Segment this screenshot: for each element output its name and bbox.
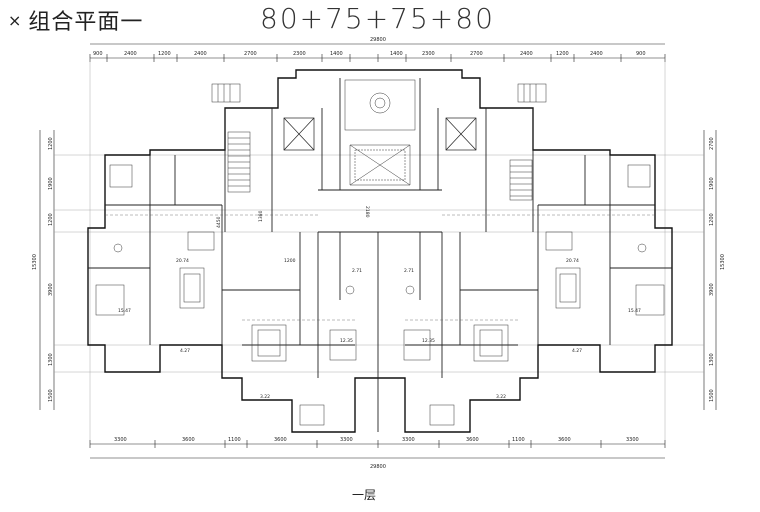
top-dim-label: 2400 (194, 51, 207, 57)
dashed-lines (105, 214, 655, 321)
right-dim-label: 1200 (709, 213, 715, 226)
overall-width-bottom: 29800 (370, 464, 386, 470)
top-dim-label: 2400 (520, 51, 533, 57)
bottom-dim-label: 3600 (182, 437, 195, 443)
unit-mix-heading: 80+75+75+80 (260, 2, 495, 35)
area-small-right: 3.22 (496, 394, 506, 400)
lobby-floor-pattern (344, 79, 416, 186)
bottom-dim-label: 3300 (626, 437, 639, 443)
area-bath-left: 4.27 (180, 348, 190, 354)
bottom-dim-label: 3300 (402, 437, 415, 443)
right-dim-labels: 2700 1900 1200 3900 1300 1500 (709, 137, 715, 402)
furniture (95, 164, 665, 426)
dim-2180-label: 2180 (364, 206, 370, 218)
area-master-center-left: 12.35 (340, 338, 353, 344)
right-dim-label: 1500 (709, 389, 715, 402)
elevator-shafts (283, 117, 477, 151)
drawing-title-text: 组合平面一 (28, 10, 144, 35)
left-dim-label: 3900 (48, 283, 54, 296)
top-dim-label: 900 (93, 51, 103, 57)
left-dim-label: 1200 (48, 137, 54, 150)
overall-width-top: 29800 (370, 37, 386, 43)
overall-depth-right: 15300 (720, 254, 726, 270)
top-dim-labels: 900 2400 1200 2400 2700 2300 1400 1400 2… (93, 51, 646, 57)
interior-walls (88, 78, 672, 432)
left-dim-label: 1500 (48, 389, 54, 402)
axis-grid (54, 58, 704, 440)
bottom-dim-label: 3300 (114, 437, 127, 443)
area-small-left: 3.22 (260, 394, 270, 400)
building-outline (87, 69, 673, 433)
left-dim-label: 1200 (48, 213, 54, 226)
top-dim-label: 1400 (390, 51, 403, 57)
close-icon[interactable]: × (8, 11, 23, 30)
left-dim-label: 1300 (48, 353, 54, 366)
bottom-dim-label: 1100 (512, 437, 525, 443)
bottom-dim-label: 3600 (466, 437, 479, 443)
right-dim-label: 2700 (709, 137, 715, 150)
bottom-dim-label: 3600 (274, 437, 287, 443)
top-dim-label: 1400 (330, 51, 343, 57)
stairs (211, 83, 547, 201)
top-dim-label: 1200 (556, 51, 569, 57)
area-living-right: 20.74 (566, 258, 579, 264)
area-bed-right: 15.47 (628, 308, 641, 314)
room-labels: 20.74 20.74 15.47 15.47 12.35 12.35 3.22… (118, 206, 641, 400)
bottom-dim-labels: 3300 3600 1100 3600 3300 3300 3600 1100 … (114, 437, 639, 443)
top-dim-label: 1200 (158, 51, 171, 57)
top-dim-label: 2300 (422, 51, 435, 57)
bottom-dim-label: 3300 (340, 437, 353, 443)
floor-caption: 一层 (352, 488, 377, 502)
area-bath-center-left: 2.71 (352, 268, 362, 274)
bottom-dim-label: 1100 (228, 437, 241, 443)
area-living-left: 20.74 (176, 258, 189, 264)
area-bath-center-right: 2.71 (404, 268, 414, 274)
top-dim-label: 2700 (470, 51, 483, 57)
left-dim-labels: 1200 1900 1200 3900 1300 1500 (48, 137, 54, 402)
top-dim-label: 2700 (244, 51, 257, 57)
bottom-dim-label: 3600 (558, 437, 571, 443)
left-dim-label: 1900 (48, 177, 54, 190)
right-dim-label: 1300 (709, 353, 715, 366)
area-bath-right: 4.27 (572, 348, 582, 354)
dim-4450-label: 4450 (216, 216, 222, 228)
drawing-title: × 组合平面一 (8, 4, 143, 36)
overall-depth-left: 15300 (32, 254, 38, 270)
right-dim-label: 3900 (709, 283, 715, 296)
dim-1380-label: 1380 (258, 210, 264, 222)
bottom-dim-ticks (89, 440, 666, 448)
area-bed-left: 15.47 (118, 308, 131, 314)
top-dim-label: 2400 (590, 51, 603, 57)
top-dim-label: 900 (636, 51, 646, 57)
top-dim-label: 2300 (293, 51, 306, 57)
area-master-center-right: 12.35 (422, 338, 435, 344)
dim-1200-label: 1200 (284, 258, 296, 264)
top-dim-label: 2400 (124, 51, 137, 57)
right-dim-label: 1900 (709, 177, 715, 190)
